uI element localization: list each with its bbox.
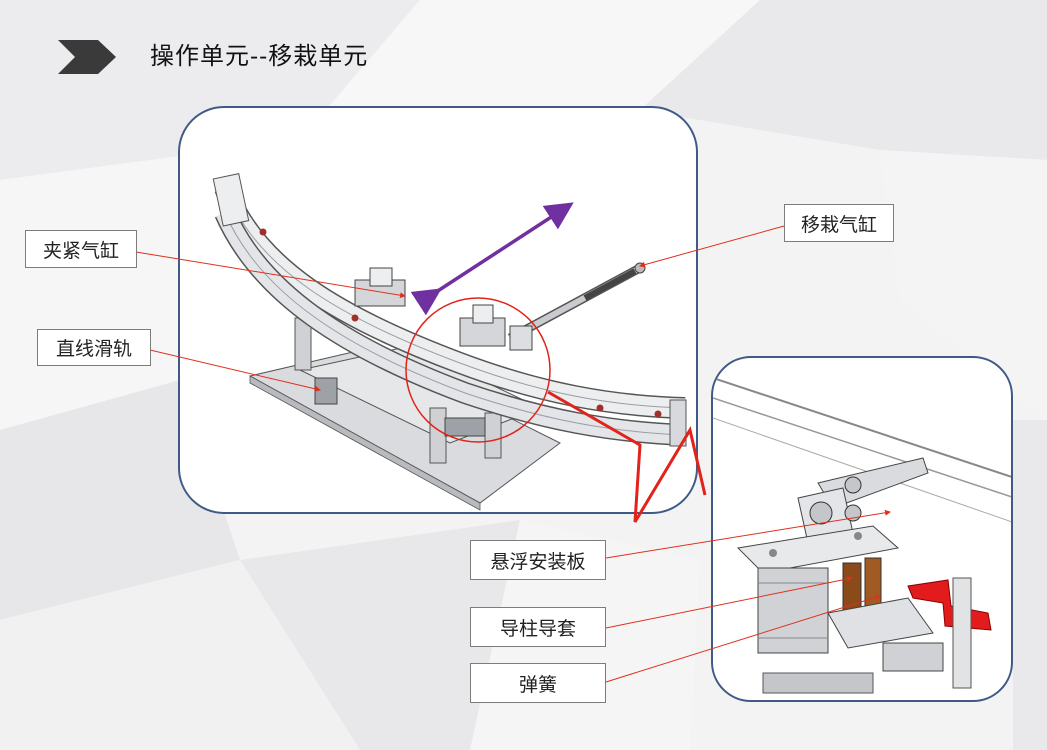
assembly-view-panel — [178, 106, 698, 514]
page-title: 操作单元--移栽单元 — [150, 42, 369, 70]
transfer-unit-drawing — [212, 173, 687, 511]
callout-spring: 弹簧 — [470, 663, 606, 703]
callout-linear-rail: 直线滑轨 — [37, 329, 151, 366]
chevron-right-icon — [58, 40, 116, 74]
callout-transfer-cylinder: 移栽气缸 — [784, 204, 894, 242]
callout-floating-plate: 悬浮安装板 — [470, 540, 606, 580]
floating-plate-detail-drawing — [713, 377, 1011, 694]
detail-view-panel — [711, 356, 1013, 702]
callout-guide-bushing: 导柱导套 — [470, 607, 606, 647]
callout-clamp-cylinder: 夹紧气缸 — [25, 230, 137, 268]
